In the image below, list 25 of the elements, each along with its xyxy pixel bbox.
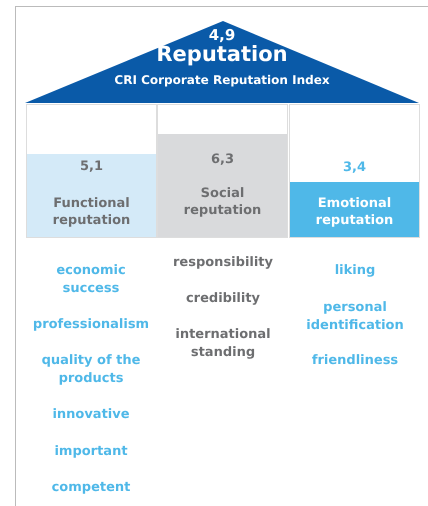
attribute-text: international standing (174, 326, 272, 362)
attribute-text: personal identification (305, 299, 405, 335)
attribute-text: credibility (184, 290, 262, 308)
attribute-text: friendliness (310, 352, 400, 370)
roof-subtitle: CRI Corporate Reputation Index (113, 73, 331, 87)
attribute-text: economic success (55, 262, 127, 298)
pillar-title: Social reputation (182, 185, 262, 219)
value-label: 3,4 (342, 159, 368, 176)
pillar-bar (157, 104, 288, 238)
pillar-bar (289, 104, 420, 238)
pillar-title: Emotional reputation (314, 195, 394, 229)
attribute-text: innovative (51, 406, 131, 424)
pillar-bar (26, 104, 157, 238)
attribute-text: responsibility (172, 254, 274, 272)
attribute-text: liking (334, 262, 376, 280)
roof-shape (25, 21, 419, 103)
attribute-text: important (53, 443, 129, 461)
value-label: 6,3 (210, 151, 236, 168)
attribute-text: professionalism (32, 316, 150, 334)
value-label: 5,1 (78, 158, 104, 175)
value-label: 4,9 (208, 26, 236, 44)
attribute-text: competent (50, 479, 132, 497)
roof-title: Reputation (155, 42, 289, 66)
pillar-title: Functional reputation (52, 195, 132, 229)
attribute-text: quality of the products (40, 352, 142, 388)
